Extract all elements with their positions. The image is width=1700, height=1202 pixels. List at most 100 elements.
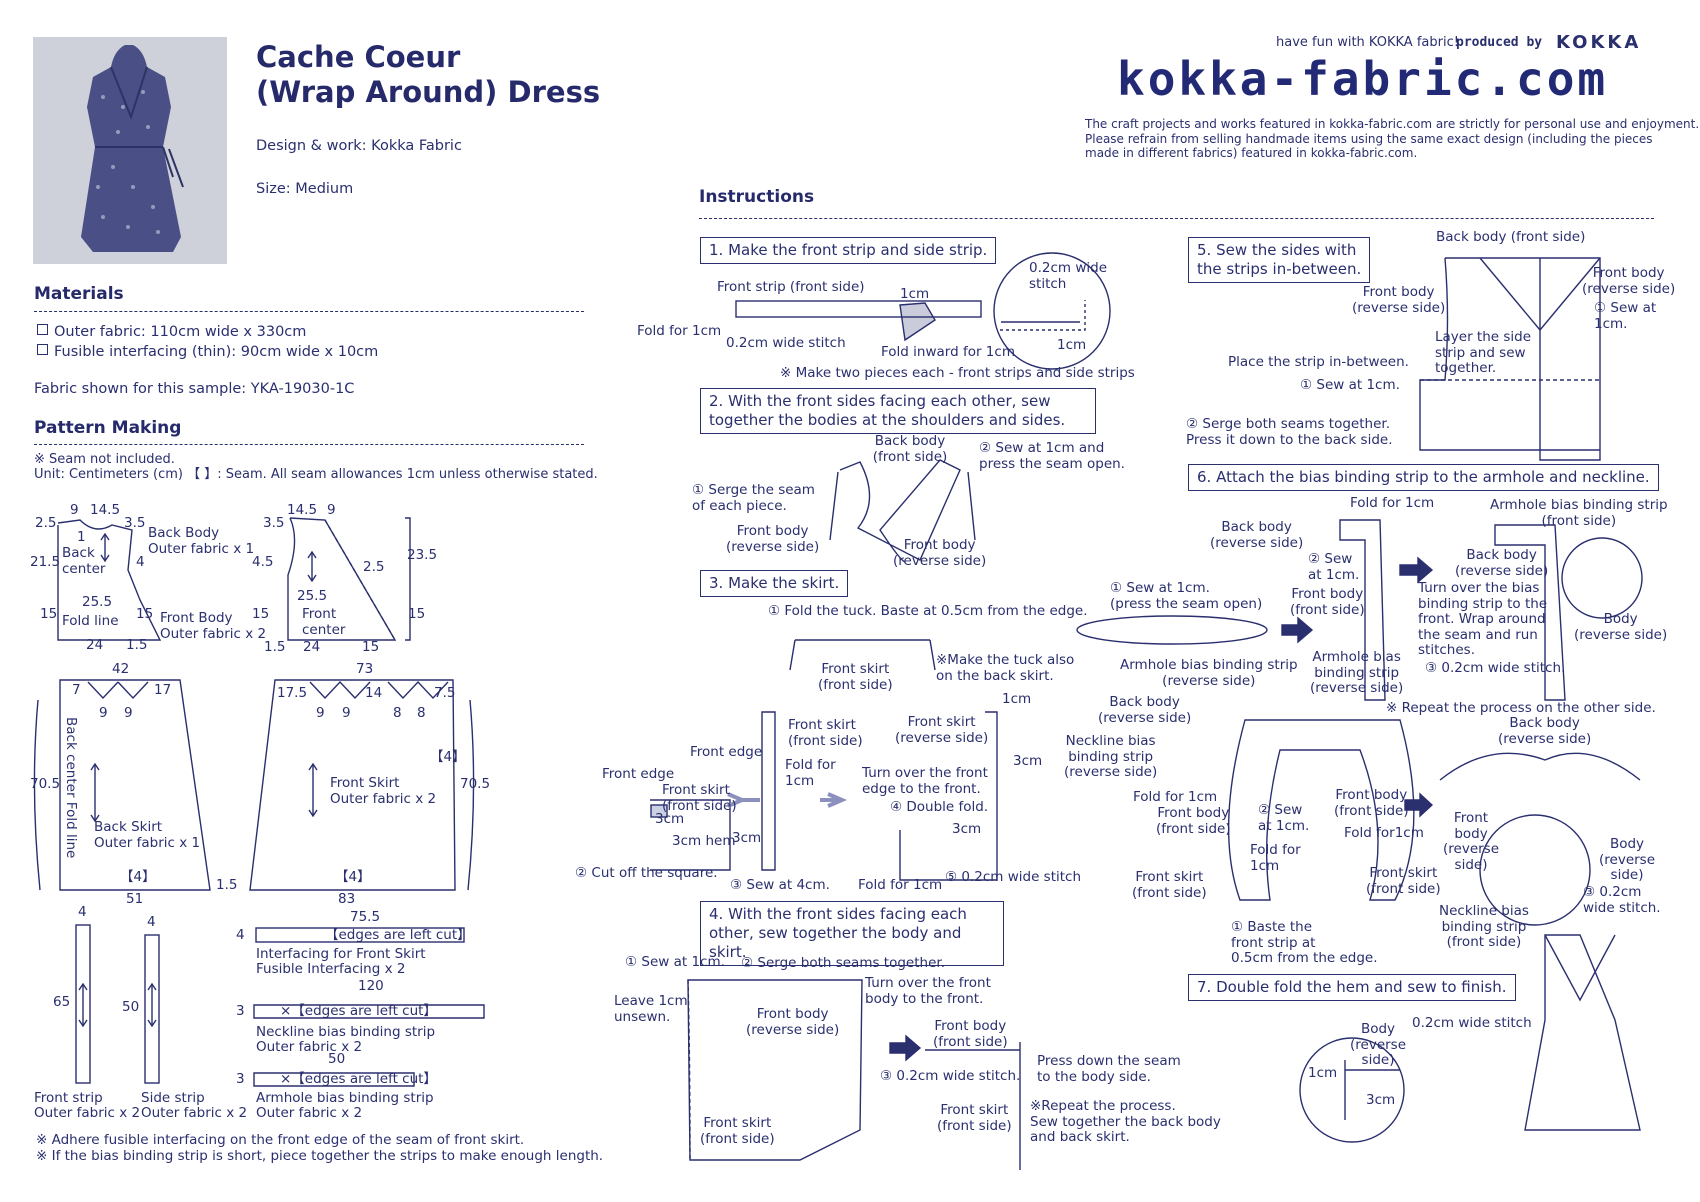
step-4-title: 4. With the front sides facing each othe… xyxy=(700,901,1004,966)
divider xyxy=(699,218,1654,219)
dim-label: 9 xyxy=(99,705,108,721)
step-label: Fold for 1cm xyxy=(858,877,943,893)
step-label: Front body (front side) xyxy=(933,1018,1008,1050)
step-label: Armhole bias binding strip (front side) xyxy=(1490,497,1668,529)
step-label: Layer the side strip and sew together. xyxy=(1435,329,1532,377)
step-note: ※ Repeat the process on the other side. xyxy=(1386,700,1656,716)
step-label: Front skirt (front side) xyxy=(937,1102,1012,1134)
step-label: ③ 0.2cm wide stitch. xyxy=(880,1068,1021,1084)
piece-name: Armhole bias binding strip xyxy=(256,1090,434,1106)
step-label: 0.2cm wide stitch xyxy=(1412,1015,1532,1031)
step-label: Front body (reverse side) xyxy=(1443,810,1500,873)
step-label: Fold for 1cm xyxy=(1133,789,1218,805)
dim-label: 24 xyxy=(303,639,321,655)
step-label: 3cm xyxy=(655,811,685,827)
step-label: 1cm xyxy=(1057,337,1087,353)
step-label: ② Sew at 1cm. xyxy=(1308,551,1360,583)
notice-line2: Please refrain from selling handmade ite… xyxy=(1085,132,1653,146)
step-label: ① Baste the front strip at 0.5cm from th… xyxy=(1231,919,1378,967)
dim-label: 25.5 xyxy=(82,594,113,610)
dim-label: 9 xyxy=(124,705,133,721)
produced-by: produced by xyxy=(1456,35,1543,50)
step-7-title: 7. Double fold the hem and sew to finish… xyxy=(1188,974,1516,1001)
dim-label: 70.5 xyxy=(460,776,491,792)
dim-label: 73 xyxy=(356,661,374,677)
step-label: Fold for 1cm xyxy=(785,757,836,789)
step-1-title: 1. Make the front strip and side strip. xyxy=(700,237,997,264)
tagline: have fun with KOKKA fabric! xyxy=(1276,35,1459,50)
material-item: Outer fabric: 110cm wide x 330cm xyxy=(37,324,306,341)
step-label: ② Sew at 1cm and press the seam open. xyxy=(979,440,1125,472)
step-5-title: 5. Sew the sides with the strips in-betw… xyxy=(1188,237,1371,283)
dim-label: 83 xyxy=(338,891,356,907)
step-label: Front skirt (reverse side) xyxy=(895,714,989,746)
dim-label: 42 xyxy=(112,661,130,677)
dim-label: 17 xyxy=(154,682,172,698)
dim-label: 15 xyxy=(136,606,154,622)
piece-fabric: Outer fabric x 2 xyxy=(256,1039,363,1055)
step-label: ③ 0.2cm wide stitch. xyxy=(1425,660,1566,676)
step-label: Place the strip in-between. xyxy=(1228,354,1409,370)
step-label: Fold inward for 1cm xyxy=(881,344,1015,360)
material-text: Outer fabric: 110cm wide x 330cm xyxy=(54,324,307,340)
pattern-note: Unit: Centimeters (cm) 【 】: Seam. All se… xyxy=(34,467,598,482)
step-label: Front body (front side) xyxy=(1156,805,1231,837)
divider xyxy=(34,311,584,312)
step-3-title: 3. Make the skirt. xyxy=(700,570,849,597)
instructions-heading: Instructions xyxy=(699,187,815,207)
step-label: Front body (front side) xyxy=(1290,586,1365,618)
dim-label: 9 xyxy=(316,705,325,721)
dim-label: 7.5 xyxy=(434,685,456,701)
dim-label: 8 xyxy=(417,705,426,721)
step-label: ② Sew at 1cm. xyxy=(1258,802,1310,834)
dim-label: 14 xyxy=(365,685,383,701)
design-credit: Design & work: Kokka Fabric xyxy=(256,138,462,154)
dim-label: 4 xyxy=(78,904,87,920)
dim-label: 3.5 xyxy=(263,515,285,531)
dim-label: 25.5 xyxy=(297,588,328,604)
step-label: Back body (reverse side) xyxy=(1210,519,1304,551)
piece-name: Front Body xyxy=(160,610,233,626)
step-label: Front skirt (front side) xyxy=(1366,865,1441,897)
piece-name: Side strip xyxy=(141,1090,205,1106)
dim-label: 7 xyxy=(72,682,81,698)
step-label: Turn over the front edge to the front. xyxy=(862,765,988,797)
step-label: 1cm xyxy=(1308,1065,1338,1081)
step-label: Fold for 1cm xyxy=(637,323,722,339)
step-label: 3cm xyxy=(732,830,762,846)
step-label: Back body (front side) xyxy=(872,433,948,465)
site-logo: kokka-fabric.com xyxy=(1117,52,1609,106)
edge-note: ×【edges are left cut】 xyxy=(280,1071,437,1087)
step-label: Back body (reverse side) xyxy=(1455,547,1549,579)
step-label: 0.2cm wide stitch xyxy=(726,335,846,351)
dim-label: 23.5 xyxy=(407,547,438,563)
notice-line3: made in different fabrics) featured in k… xyxy=(1085,146,1418,160)
piece-name: Front strip xyxy=(34,1090,103,1106)
step-label: ③ Sew at 4cm. xyxy=(730,877,830,893)
step-label: Neckline bias binding strip (reverse sid… xyxy=(1064,733,1158,781)
dim-label: 75.5 xyxy=(350,909,381,925)
dim-label: 15 xyxy=(362,639,380,655)
dim-label: 4 xyxy=(136,554,145,570)
step-label: Fold for 1cm xyxy=(1250,842,1301,874)
dim-label: 1 xyxy=(77,529,86,545)
dim-label: 4.5 xyxy=(252,554,274,570)
piece-name: Neckline bias binding strip xyxy=(256,1024,436,1040)
step-label: ① Fold the tuck. Baste at 0.5cm from the… xyxy=(768,603,1088,619)
step-label: Front body (front side) xyxy=(1334,787,1409,819)
dim-label: 24 xyxy=(86,637,104,653)
dim-label: 50 xyxy=(328,1051,346,1067)
step-label: 3cm xyxy=(1013,753,1043,769)
step-label: ③ 0.2cm wide stitch. xyxy=(1583,884,1661,916)
dim-label: 3 xyxy=(236,1071,245,1087)
step-label: ⑤ 0.2cm wide stitch xyxy=(945,869,1082,885)
step-label: 3cm hem xyxy=(672,833,736,849)
step-label: Front skirt (front side) xyxy=(662,782,737,814)
title-line2: (Wrap Around) Dress xyxy=(256,75,601,109)
step-label: ① Serge the seam of each piece. xyxy=(692,482,815,514)
step-label: ① Sew at 1cm. xyxy=(625,954,725,970)
dim-label: 【4】 xyxy=(430,749,466,765)
dim-label: 4 xyxy=(236,927,245,943)
step-label: Back body (front side) xyxy=(1436,229,1586,245)
